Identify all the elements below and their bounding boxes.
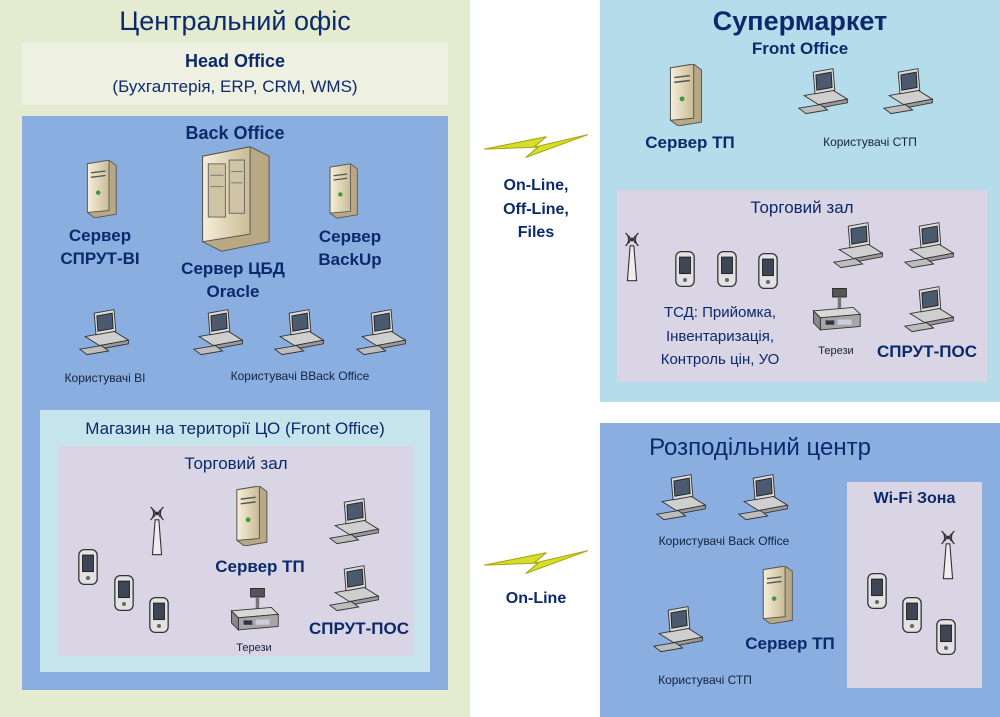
- link-top-line2: Off-Line,: [503, 201, 569, 218]
- server-tp-icon: [231, 486, 269, 546]
- handheld-terminal-icon: [77, 546, 99, 588]
- handheld-terminal-icon: [148, 594, 170, 636]
- pc-icon: [273, 309, 327, 357]
- scales-icon: [810, 288, 862, 332]
- pc-icon: [797, 68, 851, 116]
- store-hall-title: Торговий зал: [184, 454, 288, 473]
- server-cbd-label2: Oracle: [206, 282, 260, 301]
- supermarket-users-stp-label: Користувачі СТП: [823, 135, 917, 149]
- scales-icon: [228, 588, 280, 632]
- server-spryt-bi-label2: СПРУТ-BI: [60, 249, 140, 268]
- store-pos-label: СПРУТ-ПОС: [309, 619, 409, 638]
- handheld-terminal-icon: [674, 248, 696, 290]
- handheld-terminal-icon: [935, 616, 957, 658]
- pc-icon: [655, 474, 709, 522]
- dc-users-stp-label: Користувачі СТП: [658, 673, 752, 687]
- link-top-line1: On-Line,: [503, 177, 569, 194]
- wifi-zone-title: Wi-Fi Зона: [873, 490, 956, 507]
- pc-icon: [737, 474, 791, 522]
- supermarket-pos-label: СПРУТ-ПОС: [877, 342, 977, 361]
- handheld-terminal-icon: [757, 250, 779, 292]
- head-office-panel: [22, 43, 448, 105]
- store-scales-label: Терези: [236, 642, 272, 654]
- pos-terminal-icon: [328, 498, 382, 546]
- dc-server-tp-label: Сервер ТП: [745, 634, 835, 653]
- handheld-terminal-icon: [716, 248, 738, 290]
- supermarket-server-tp-label: Сервер ТП: [645, 133, 735, 152]
- head-office-subtitle: (Бухгалтерія, ERP, CRM, WMS): [112, 77, 358, 96]
- handheld-terminal-icon: [866, 570, 888, 612]
- dc-users-backoffice-label: Користувачі Back Office: [658, 534, 790, 548]
- pos-terminal-icon: [832, 222, 886, 270]
- pc-icon: [652, 606, 706, 654]
- server-spryt-bi-icon: [82, 160, 118, 218]
- server-backup-label1: Сервер: [318, 227, 382, 246]
- store-title: Магазин на території ЦО (Front Office): [85, 419, 385, 438]
- server-backup-label2: BackUp: [318, 250, 382, 269]
- pc-icon: [355, 309, 409, 357]
- antenna-icon: [621, 226, 643, 284]
- handheld-terminal-icon: [901, 594, 923, 636]
- server-spryt-bi-label1: Сервер: [68, 226, 132, 245]
- pc-icon: [192, 309, 246, 357]
- tsd-label-line2: Інвентаризація,: [665, 328, 775, 345]
- pc-icon: [78, 309, 132, 357]
- lightning-link-icon: [484, 538, 588, 584]
- users-bi-label: Користувачі BI: [64, 371, 146, 385]
- back-office-title: Back Office: [185, 123, 285, 143]
- central-office-title: Центральний офіс: [119, 6, 351, 36]
- antenna-icon: [937, 524, 959, 582]
- server-cbd-label1: Сервер ЦБД: [181, 259, 285, 278]
- supermarket-subtitle: Front Office: [751, 39, 849, 58]
- handheld-terminal-icon: [113, 572, 135, 614]
- link-top-line3: Files: [517, 224, 555, 241]
- pc-icon: [882, 68, 936, 116]
- tsd-label-line3: Контроль цін, УО: [660, 351, 780, 368]
- server-backup-icon: [325, 163, 359, 219]
- supermarket-hall-title: Торговий зал: [750, 198, 854, 217]
- tsd-label-line1: ТСД: Прийомка,: [663, 304, 777, 321]
- users-backoffice-label: Користувачі BBack Office: [230, 369, 370, 383]
- link-bottom-label: On-Line: [505, 590, 567, 607]
- pos-terminal-icon: [903, 286, 957, 334]
- store-server-tp-label: Сервер ТП: [215, 557, 305, 576]
- distribution-center-title: Розподільний центр: [649, 434, 871, 461]
- supermarket-scales-label: Терези: [818, 345, 854, 357]
- supermarket-title: Супермаркет: [712, 6, 888, 36]
- head-office-title: Head Office: [184, 51, 286, 71]
- lightning-link-icon: [484, 122, 588, 168]
- server-tp-icon: [757, 566, 795, 624]
- antenna-icon: [146, 500, 168, 558]
- server-cbd-oracle-icon: [195, 145, 271, 253]
- pos-terminal-icon: [903, 222, 957, 270]
- pos-terminal-icon: [328, 565, 382, 613]
- server-tp-icon: [664, 64, 704, 126]
